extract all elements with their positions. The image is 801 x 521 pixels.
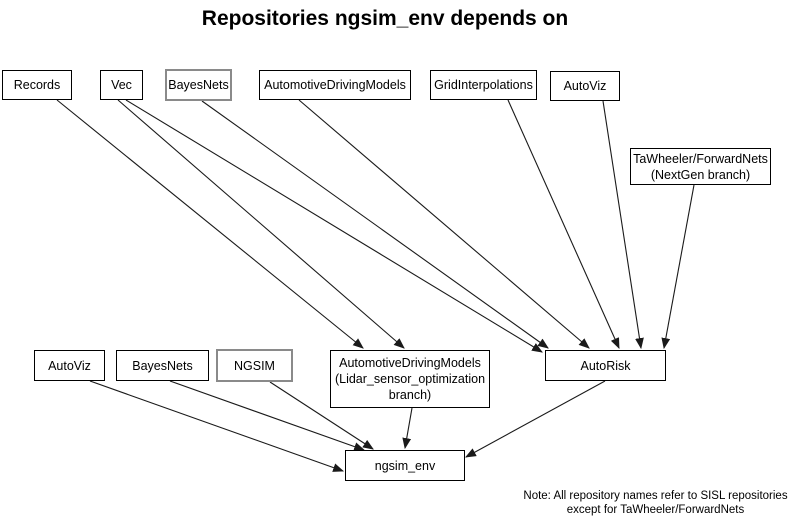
- footnote: Note: All repository names refer to SISL…: [518, 490, 793, 517]
- node-gridinterpolations-top: GridInterpolations: [430, 70, 537, 100]
- node-bayesnets-top: BayesNets: [165, 69, 232, 101]
- edge-autoviz-top-to-autorisk: [602, 100, 644, 350]
- node-autoviz-mid: AutoViz: [34, 350, 105, 381]
- footnote-line-2: except for TaWheeler/ForwardNets: [566, 503, 745, 516]
- node-label: GridInterpolations: [434, 78, 533, 92]
- edge-vec-top-to-autorisk: [125, 99, 543, 353]
- edge-vec-top-to-adm-lidar: [117, 99, 405, 349]
- node-tawheeler: TaWheeler/ForwardNets(NextGen branch): [630, 148, 771, 185]
- edge-gridinterpolations-top-to-autorisk: [507, 99, 620, 350]
- edge-adm-lidar-to-ngsim-env: [402, 407, 413, 450]
- node-label: (NextGen branch): [650, 167, 751, 182]
- node-autorisk: AutoRisk: [545, 350, 666, 381]
- node-label: Records: [13, 78, 61, 92]
- node-ngsim-mid: NGSIM: [216, 349, 293, 382]
- node-label: (Lidar_sensor_optimization: [334, 372, 486, 386]
- node-vec-top: Vec: [100, 70, 143, 100]
- node-label: branch): [388, 388, 432, 402]
- node-bayesnets-mid: BayesNets: [116, 350, 209, 381]
- edges-group: [56, 99, 695, 472]
- edge-adm-top-to-autorisk: [298, 99, 590, 349]
- node-label: BayesNets: [132, 358, 193, 373]
- edge-tawheeler-to-autorisk: [661, 184, 695, 350]
- node-label: AutomotiveDrivingModels: [264, 78, 406, 92]
- node-label: AutoRisk: [580, 358, 631, 373]
- edge-bayesnets-top-to-autorisk: [201, 100, 549, 349]
- node-label: NGSIM: [234, 358, 275, 373]
- edge-autorisk-to-ngsim-env: [465, 380, 606, 458]
- node-label: BayesNets: [168, 78, 229, 92]
- node-label: ngsim_env: [374, 458, 436, 473]
- node-records-top: Records: [2, 70, 72, 100]
- footnote-line-1: Note: All repository names refer to SISL…: [523, 490, 788, 502]
- edge-autoviz-mid-to-ngsim-env: [89, 380, 345, 472]
- node-adm-top: AutomotiveDrivingModels: [259, 70, 411, 100]
- node-label: AutoViz: [48, 358, 91, 373]
- edge-bayesnets-mid-to-ngsim-env: [169, 380, 366, 451]
- node-label: AutoViz: [563, 79, 607, 93]
- node-autoviz-top: AutoViz: [550, 71, 620, 101]
- edge-ngsim-mid-to-ngsim-env: [269, 381, 374, 450]
- diagram-title: Repositories ngsim_env depends on: [201, 7, 569, 30]
- node-label: AutomotiveDrivingModels: [339, 356, 481, 370]
- node-label: TaWheeler/ForwardNets: [633, 151, 768, 166]
- node-label: Vec: [111, 78, 132, 92]
- node-ngsim-env: ngsim_env: [345, 450, 465, 481]
- edge-records-top-to-adm-lidar: [56, 99, 364, 349]
- node-adm-lidar: AutomotiveDrivingModels (Lidar_sensor_opt…: [330, 350, 490, 408]
